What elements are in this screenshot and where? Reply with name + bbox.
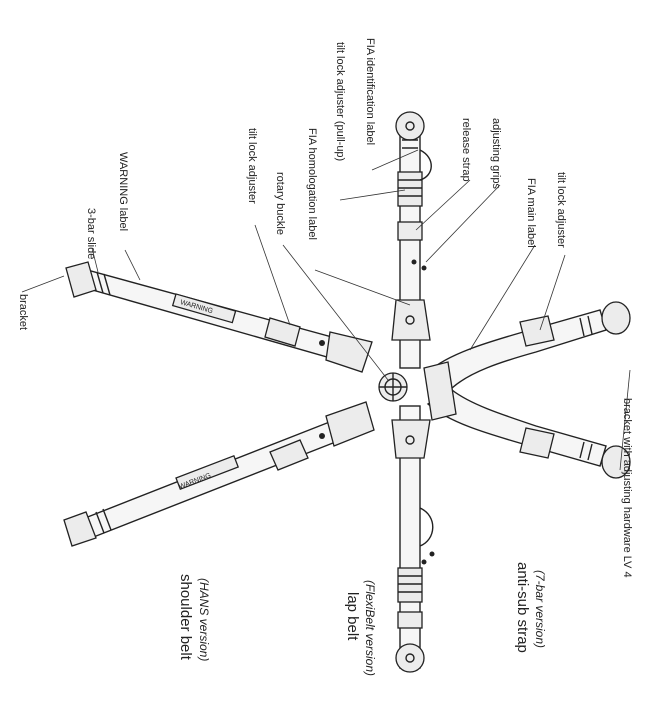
- tongue-upper: [325, 331, 373, 373]
- lap-belt-upper: [391, 111, 432, 369]
- warning-tag-upper: [171, 293, 237, 324]
- label-warning-label: WARNING label: [117, 152, 129, 231]
- label-tilt-lock-adjuster-shoulder: tilt lock adjuster: [246, 128, 258, 204]
- tilt-adjuster-lower: [269, 439, 309, 471]
- captions: shoulder belt (HANS version) lap belt (F…: [177, 562, 547, 676]
- lap-upper-end-bracket: [395, 111, 425, 141]
- bracket-upper: [65, 261, 97, 298]
- label-fia-homologation-label: FIA homologation label: [306, 128, 318, 240]
- label-tilt-lock-adjuster-pull-up: tilt lock adjuster (pull-up): [334, 42, 346, 161]
- tilt-adjuster-antisub-upper: [519, 315, 555, 347]
- lap-lower-grip: [397, 611, 423, 629]
- label-adjusting-grips: adjusting grips: [490, 118, 502, 189]
- label-release-strap: release strap: [460, 118, 472, 182]
- shoulder-belt-upper: WARNING: [65, 261, 373, 373]
- anti-sub-strap: [423, 301, 631, 479]
- label-bracket-with-hardware: bracket with adjusting hardware LV 4: [621, 398, 633, 578]
- label-tilt-lock-adjuster-antisub: tilt lock adjuster: [555, 172, 567, 248]
- leader-lines: [21, 149, 631, 471]
- tilt-adjuster-antisub-lower: [519, 427, 555, 459]
- label-bracket: bracket: [17, 294, 29, 330]
- labels: bracket 3-bar slide WARNING label tilt l…: [17, 38, 633, 578]
- caption-anti-sub-strap: anti-sub strap: [514, 562, 531, 653]
- release-strap: [397, 221, 423, 241]
- caption-lap-belt-sub: (FlexiBelt version): [363, 580, 377, 676]
- anti-sub-bracket-lower: [601, 445, 631, 479]
- caption-shoulder-belt-sub: (HANS version): [197, 578, 211, 661]
- tilt-adjuster-pull-up: [397, 171, 423, 207]
- anti-sub-bracket-upper: [601, 301, 631, 335]
- anti-sub-buckle-plate: [423, 361, 457, 421]
- shoulder-belt-lower: WARNING: [63, 401, 375, 547]
- bracket-lower: [63, 511, 97, 547]
- lap-lower-end-bracket: [395, 643, 425, 673]
- lap-lower-tongue: [391, 419, 431, 459]
- tilt-adjuster-upper: [264, 317, 301, 347]
- tongue-lower: [325, 401, 375, 447]
- lap-lower-adjuster: [397, 567, 423, 603]
- rotary-buckle: [378, 372, 408, 402]
- caption-lap-belt: lap belt: [344, 592, 361, 641]
- label-3-bar-slide: 3-bar slide: [85, 208, 97, 259]
- caption-shoulder-belt: shoulder belt: [177, 574, 194, 661]
- warning-tag-lower: [175, 454, 240, 491]
- label-rotary-buckle: rotary buckle: [274, 172, 286, 235]
- anti-sub-upper-leg: [426, 309, 607, 389]
- caption-anti-sub-strap-sub: (7-bar version): [533, 570, 547, 648]
- label-fia-main-label: FIA main label: [525, 178, 537, 248]
- lap-upper-tongue: [391, 299, 431, 341]
- lap-belt-lower: [391, 405, 435, 673]
- label-fia-identification-label: FIA identification label: [364, 38, 376, 145]
